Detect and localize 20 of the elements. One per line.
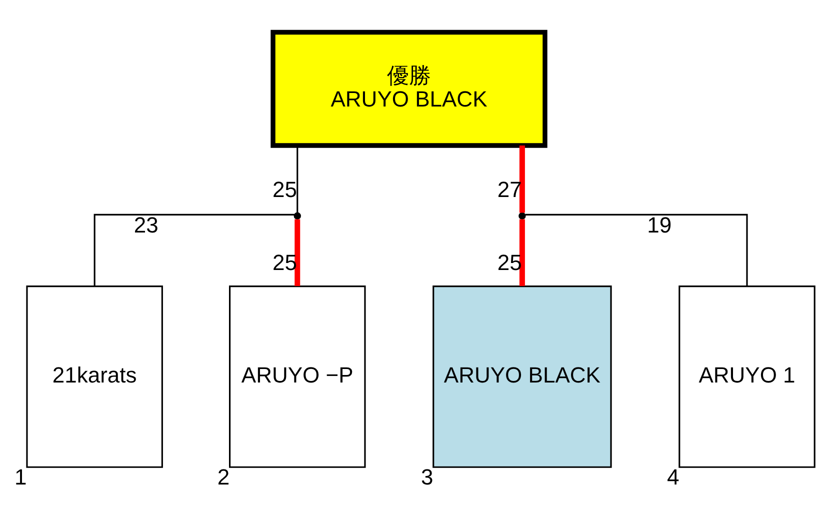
connector	[519, 146, 525, 213]
edge-label: 23	[134, 212, 158, 238]
node-box: ARUYO BLACK	[432, 286, 612, 468]
node-label: 1	[14, 464, 27, 490]
connector	[525, 214, 748, 286]
node-box: 優勝 ARUYO BLACK	[270, 30, 548, 148]
node-label: 2	[217, 464, 230, 490]
node-label: 3	[420, 464, 434, 490]
connector	[296, 146, 298, 213]
edge-label: 25	[272, 176, 298, 202]
node-point	[294, 212, 301, 220]
edge-label: 19	[647, 212, 672, 238]
connector	[94, 214, 295, 286]
node-box: ARUYO 1	[678, 286, 816, 468]
node-point	[518, 212, 526, 220]
node-label: 4	[666, 464, 680, 490]
node-box: 21karats	[26, 286, 163, 468]
node-box: ARUYO −P	[229, 286, 366, 468]
connector	[519, 219, 525, 286]
connector	[294, 219, 300, 286]
